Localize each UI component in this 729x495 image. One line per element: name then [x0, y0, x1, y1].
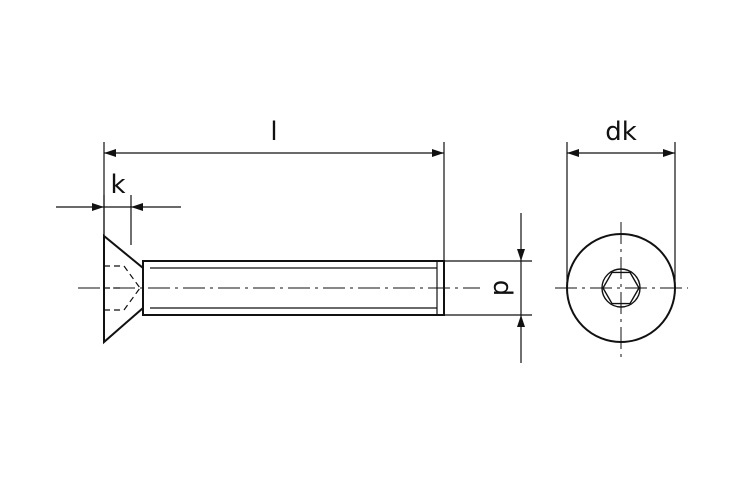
- dimension-diameter: [444, 213, 532, 363]
- center-lines-top: [555, 222, 688, 358]
- head-diameter-label: dk: [605, 117, 637, 147]
- diameter-label: d: [487, 280, 517, 297]
- dimension-head-diameter: [566, 142, 676, 288]
- screw-head-outline: [103, 233, 144, 345]
- screw-side-view: [103, 233, 445, 345]
- length-label: l: [270, 117, 277, 147]
- dimension-length: [103, 142, 445, 261]
- dimension-head-height: [56, 195, 181, 245]
- head-height-label: k: [110, 170, 125, 200]
